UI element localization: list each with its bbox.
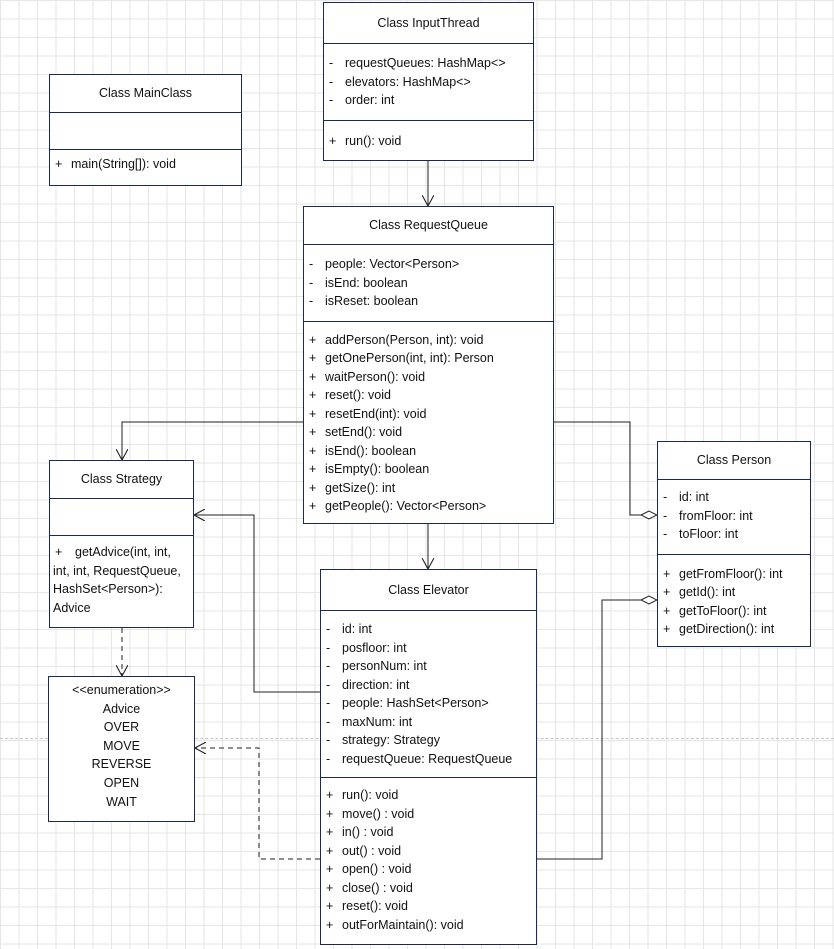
method-row: +getSize(): int [309, 480, 396, 495]
attribute-row: -fromFloor: int [663, 508, 753, 523]
attribute-row: -id: int [663, 490, 709, 504]
class-inputthread-title: Class InputThread [324, 3, 533, 44]
attribute-row: -personNum: int [326, 659, 427, 673]
method-row: +isEmpty(): boolean [309, 462, 430, 476]
method-row: +getOnePerson(int, int): Person [309, 351, 494, 365]
enum-value: REVERSE [91, 757, 152, 772]
method-row: +main(String[]): void [55, 157, 176, 171]
method-row: +getFromFloor(): int [663, 566, 783, 581]
method-row: +out() : void [326, 843, 402, 858]
class-inputthread-attributes: -requestQueues: HashMap<> -elevators: Ha… [324, 44, 533, 120]
class-elevator-methods: +run(): void +move() : void +in() : void… [321, 777, 536, 940]
class-requestqueue-title: Class RequestQueue [304, 207, 553, 245]
class-requestqueue-attributes: -people: Vector<Person> -isEnd: boolean … [304, 245, 553, 321]
method-row: +in() : void [326, 825, 394, 839]
class-elevator-title: Class Elevator [321, 570, 536, 611]
edge-elevator-advice-dependency [195, 748, 320, 860]
class-person-attributes: -id: int -fromFloor: int -toFloor: int [658, 480, 810, 554]
enum-name: Advice [102, 701, 141, 716]
method-row: +getToFloor(): int [663, 603, 767, 618]
class-strategy-title: Class Strategy [50, 461, 193, 499]
method-row: +getId(): int [663, 585, 736, 599]
class-person-title: Class Person [658, 442, 810, 480]
class-elevator-attributes: -id: int -posfloor: int -personNum: int … [321, 611, 536, 777]
attribute-row: -elevators: HashMap<> [329, 74, 471, 89]
class-requestqueue[interactable]: Class RequestQueue -people: Vector<Perso… [303, 206, 554, 524]
class-strategy-attributes [50, 499, 193, 535]
method-row: +reset(): void [326, 899, 408, 913]
attribute-row: -people: Vector<Person> [309, 257, 460, 271]
enum-value: OPEN [103, 775, 140, 790]
method-row: +move() : void [326, 806, 415, 821]
attribute-row: -strategy: Strategy [326, 733, 440, 747]
method-row: +addPerson(Person, int): void [309, 332, 484, 347]
method-row: +outForMaintain(): void [326, 917, 464, 932]
method-row: +setEnd(): void [309, 425, 403, 439]
class-strategy[interactable]: Class Strategy +getAdvice(int, int, int,… [49, 460, 194, 628]
edge-elevator-person-aggregation [537, 600, 657, 860]
class-inputthread[interactable]: Class InputThread -requestQueues: HashMa… [323, 2, 534, 161]
class-elevator[interactable]: Class Elevator -id: int -posfloor: int -… [320, 569, 537, 945]
class-mainclass-attributes [50, 113, 241, 149]
enum-advice[interactable]: <<enumeration>> Advice OVER MOVE REVERSE… [48, 676, 195, 822]
method-row: +close() : void [326, 880, 413, 895]
attribute-row: -order: int [329, 93, 395, 107]
method-row: +getDirection(): int [663, 622, 775, 636]
attribute-row: -posfloor: int [326, 640, 407, 655]
attribute-row: -requestQueues: HashMap<> [329, 56, 506, 70]
method-row: +reset(): void [309, 388, 391, 402]
class-requestqueue-methods: +addPerson(Person, int): void +getOnePer… [304, 320, 553, 522]
edge-elevator-strategy [194, 515, 320, 693]
enum-value: MOVE [103, 738, 140, 753]
method-row: +waitPerson(): void [309, 369, 426, 384]
class-person[interactable]: Class Person -id: int -fromFloor: int -t… [657, 441, 811, 647]
attribute-row: -people: HashSet<Person> [326, 696, 489, 710]
edge-requestqueue-person-aggregation [554, 421, 657, 515]
class-mainclass-title: Class MainClass [50, 75, 241, 113]
enum-stereotype: <<enumeration>> [72, 683, 171, 697]
enum-value: WAIT [106, 794, 137, 809]
attribute-row: -toFloor: int [663, 527, 739, 541]
method-row: +isEnd(): boolean [309, 443, 417, 458]
class-mainclass-methods: +main(String[]): void [50, 149, 241, 180]
method-row: +open() : void [326, 862, 412, 876]
method-row: +run(): void [329, 133, 402, 148]
class-inputthread-methods: +run(): void [324, 119, 533, 157]
method-row: +run(): void [326, 788, 399, 802]
method-row: +getAdvice(int, int, int, int, RequestQu… [53, 545, 181, 615]
method-row: +getPeople(): Vector<Person> [309, 499, 487, 513]
attribute-row: -requestQueue: RequestQueue [326, 751, 513, 766]
class-mainclass[interactable]: Class MainClass +main(String[]): void [49, 74, 242, 186]
attribute-row: -isReset: boolean [309, 294, 419, 308]
enum-value: OVER [103, 720, 140, 735]
class-person-methods: +getFromFloor(): int +getId(): int +getT… [658, 553, 810, 645]
method-row: +resetEnd(int): void [309, 406, 427, 421]
attribute-row: -direction: int [326, 677, 410, 692]
edge-requestqueue-strategy [122, 421, 303, 460]
attribute-row: -isEnd: boolean [309, 275, 408, 290]
class-strategy-methods: +getAdvice(int, int, int, int, RequestQu… [50, 535, 193, 621]
attribute-row: -maxNum: int [326, 714, 413, 729]
attribute-row: -id: int [326, 622, 372, 636]
